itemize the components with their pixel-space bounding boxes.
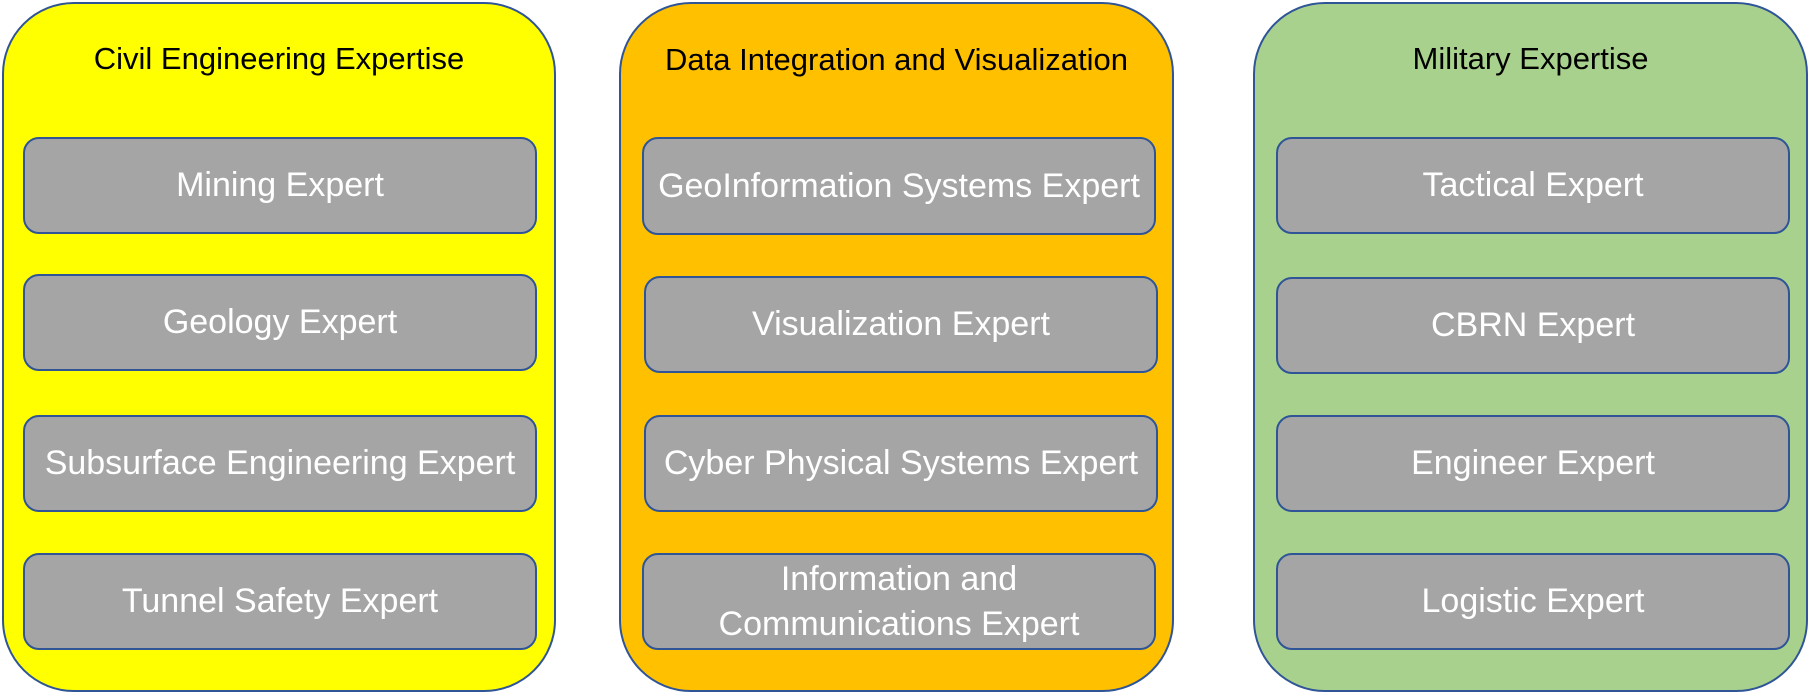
node-visualization-expert: Visualization Expert	[644, 276, 1158, 373]
group-civil-engineering: Civil Engineering Expertise Mining Exper…	[2, 2, 556, 692]
node-tactical-expert: Tactical Expert	[1276, 137, 1790, 234]
group-military: Military Expertise Tactical Expert CBRN …	[1253, 2, 1808, 692]
node-mining-expert: Mining Expert	[23, 137, 537, 234]
node-subsurface-engineering-expert: Subsurface Engineering Expert	[23, 415, 537, 512]
group-title-data-integration: Data Integration and Visualization	[664, 42, 1129, 77]
group-title-civil-engineering: Civil Engineering Expertise	[93, 41, 465, 76]
node-cyber-physical-systems-expert: Cyber Physical Systems Expert	[644, 415, 1158, 512]
node-tunnel-safety-expert: Tunnel Safety Expert	[23, 553, 537, 650]
group-title-military: Military Expertise	[1412, 41, 1649, 76]
node-engineer-expert: Engineer Expert	[1276, 415, 1790, 512]
node-geology-expert: Geology Expert	[23, 274, 537, 371]
node-geoinformation-systems-expert: GeoInformation Systems Expert	[642, 137, 1156, 235]
node-logistic-expert: Logistic Expert	[1276, 553, 1790, 650]
node-cbrn-expert: CBRN Expert	[1276, 277, 1790, 374]
group-data-integration: Data Integration and Visualization GeoIn…	[619, 2, 1174, 692]
node-information-communications-expert: Information and Communications Expert	[642, 553, 1156, 650]
